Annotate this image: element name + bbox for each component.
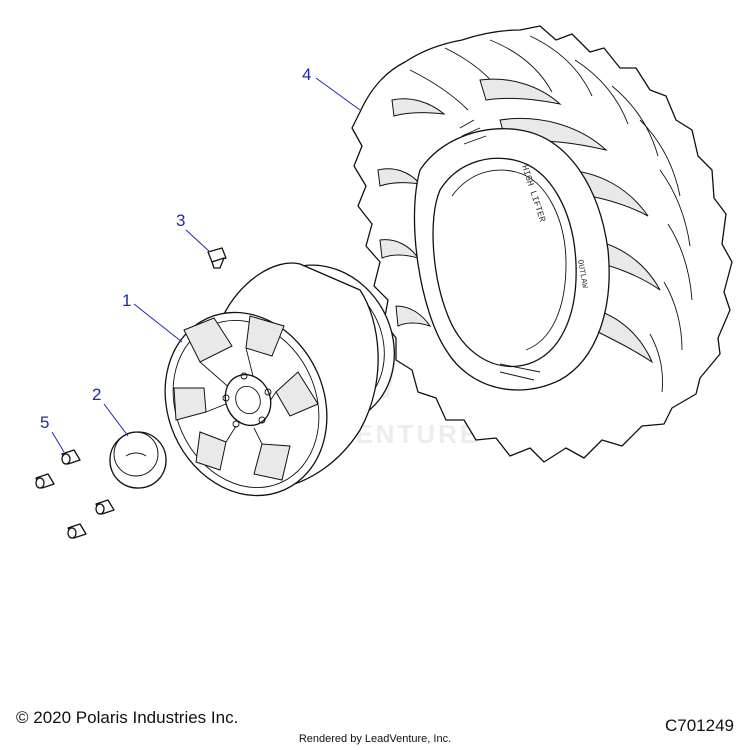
lug-nut: [67, 523, 87, 539]
copyright-text: © 2020 Polaris Industries Inc.: [16, 708, 239, 727]
callout-3-number: 3: [176, 211, 185, 230]
valve-stem[interactable]: [207, 247, 227, 269]
callout-4-leader: [315, 77, 361, 111]
tire-bead-opening: [432, 157, 577, 368]
callout-1-leader: [133, 303, 183, 343]
diagram-id: C701249: [664, 716, 734, 735]
callout-2-leader: [103, 403, 129, 437]
center-cap[interactable]: [109, 431, 167, 489]
lug-nut: [95, 499, 115, 515]
callout-2-number: 2: [92, 385, 101, 404]
lug-nut: [61, 449, 81, 465]
tire[interactable]: HIGH LIFTER OUTLAW: [351, 25, 733, 463]
callout-4[interactable]: 4: [302, 65, 361, 111]
callout-1[interactable]: 1: [122, 291, 183, 343]
callout-5-leader: [51, 431, 65, 453]
wheel-rim[interactable]: [137, 239, 423, 522]
callout-3[interactable]: 3: [176, 211, 211, 253]
lug-nut: [35, 473, 55, 489]
callout-5-number: 5: [40, 413, 49, 432]
lug-nuts[interactable]: [35, 449, 115, 539]
callout-3-leader: [185, 229, 211, 253]
rendered-by-text: Rendered by LeadVenture, Inc.: [298, 733, 452, 745]
callout-2[interactable]: 2: [92, 385, 129, 437]
callout-1-number: 1: [122, 291, 131, 310]
callout-4-number: 4: [302, 65, 311, 84]
callout-5[interactable]: 5: [40, 413, 65, 453]
